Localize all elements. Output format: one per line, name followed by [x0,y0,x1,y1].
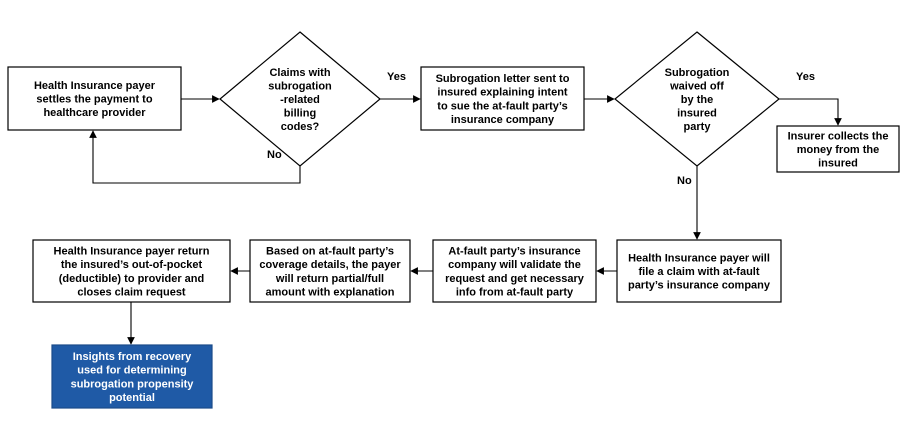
node-text-line: Subrogation [665,67,730,79]
node-text-line: At-fault party’s insurance [448,246,580,258]
node-subrogation-letter: Subrogation letter sent to insured explai… [420,66,585,131]
node-text-line: file a claim with at-fault [638,266,759,278]
node-payer-settles: Health Insurance payer settles the paymen… [7,66,182,131]
edge-waived_off-to-insurer_collects [779,98,842,126]
node-text-line: Health Insurance payer will [628,252,770,264]
node-text-line: healthcare provider [43,107,146,119]
process-box [32,239,231,303]
node-insurer-collects: Insurer collects the money from the insure… [776,125,900,173]
process-box [432,239,597,303]
node-text-line: closes claim request [77,286,186,298]
node-text-line: Insights from recovery [73,351,192,363]
node-text-line: settles the payment to [36,94,152,106]
node-text-line: party’s insurance company [628,280,771,292]
node-text-line: used for determining [77,365,186,377]
node-text-line: to sue the at-fault party’s [437,100,567,112]
edge-label-no: No [267,149,282,161]
process-box [420,66,585,131]
node-text-line: Based on at-fault party’s [266,246,394,258]
edge-claims_codes-to-payer_settles [89,130,301,184]
node-text-line: codes? [281,121,320,133]
node-text-line: insured [818,158,858,170]
node-text-line: insured [677,108,717,120]
node-text-line: info from at-fault party [456,286,574,298]
nodes-layer: Health Insurance payer settles the paymen… [7,31,900,409]
node-text-line: -related [280,94,320,106]
node-text-line: Health Insurance payer return [54,246,210,258]
process-box [616,239,782,303]
node-text-line: the insured’s out-of-pocket [61,259,203,271]
node-text-line: party [684,121,712,133]
highlight-box [51,344,213,409]
node-insights: Insights from recovery used for determini… [51,344,213,409]
decision-diamond [219,31,381,167]
node-text-line: request and get necessary [445,273,585,285]
node-text-line: insurance company [451,114,555,126]
node-text-line: will return partial/full [275,273,384,285]
node-text-line: insured explaining intent [437,87,568,99]
decision-diamond [614,31,780,167]
node-text-line: Subrogation letter sent to [436,73,570,85]
process-box [249,239,411,303]
node-text-line: Health Insurance payer [34,80,156,92]
node-text-line: money from the [797,144,880,156]
edge-label-yes: Yes [387,71,406,83]
edges-layer [89,95,842,345]
node-text-line: subrogation [268,80,332,92]
node-text-line: coverage details, the payer [259,259,401,271]
node-text-line: Insurer collects the [788,130,889,142]
node-text-line: billing [284,108,316,120]
node-text-line: company will validate the [448,259,581,271]
process-box [7,66,182,131]
node-text-line: subrogation propensity [71,378,195,390]
node-text-line: potential [109,392,155,404]
node-text-line: amount with explanation [266,286,395,298]
process-box [776,125,900,173]
edge-label-no: No [677,175,692,187]
node-payer-file-claim: Health Insurance payer will file a claim … [616,239,782,303]
node-text-line: (deductible) to provider and [59,273,204,285]
node-text-line: by the [681,94,713,106]
node-text-line: Claims with [269,67,330,79]
node-text-line: waived off [669,80,724,92]
edge-label-yes: Yes [796,71,815,83]
